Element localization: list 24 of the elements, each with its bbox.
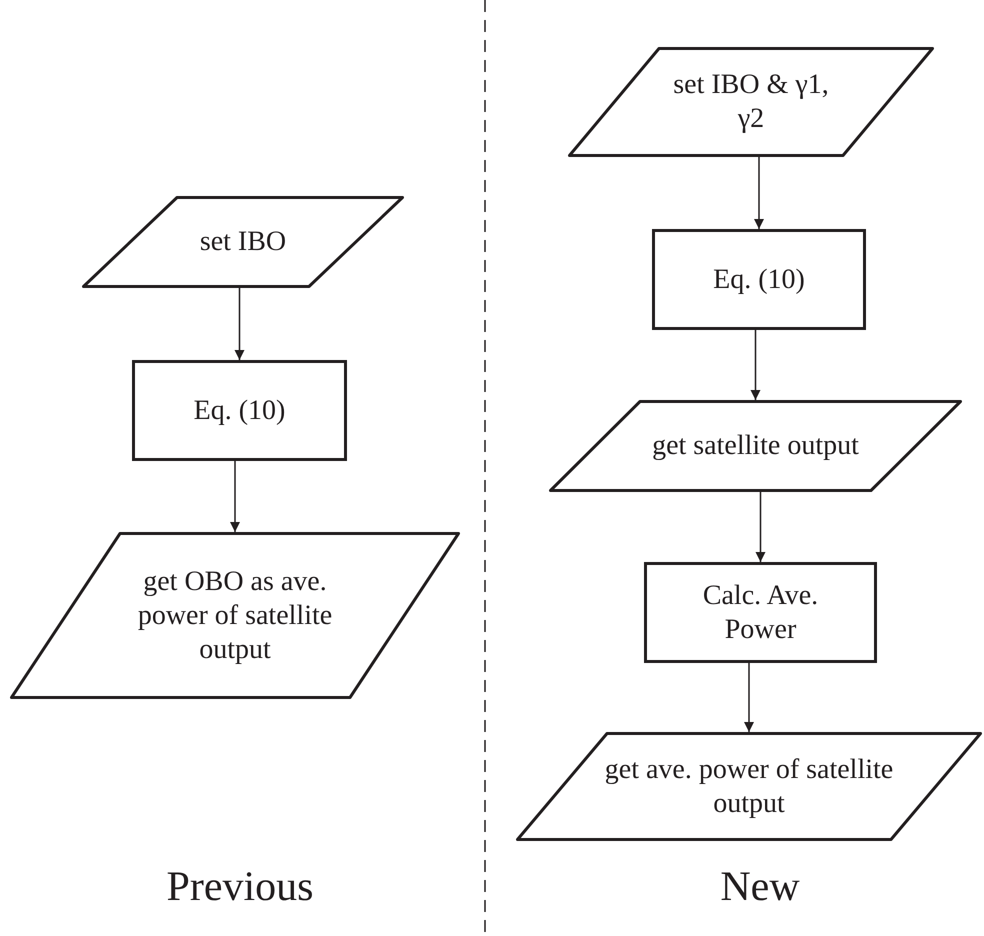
- io-parallelogram: [549, 400, 962, 492]
- arrow: [756, 492, 766, 562]
- node-text: set IBO & γ1, γ2: [672, 68, 830, 136]
- io-parallelogram: [568, 47, 934, 157]
- node-text: get OBO as ave. power of satellite output: [136, 564, 334, 666]
- arrow: [230, 461, 240, 532]
- panel-label: New: [720, 863, 800, 912]
- arrow: [750, 330, 760, 400]
- panel-label: Previous: [166, 863, 314, 912]
- node-text: get ave. power of satellite output: [604, 752, 894, 820]
- io-parallelogram: [516, 732, 982, 841]
- process-box: [652, 229, 866, 330]
- node-text: get satellite output: [652, 429, 859, 463]
- node-text: set IBO: [200, 225, 286, 259]
- node-text: Calc. Ave. Power: [702, 578, 820, 646]
- process-box: [132, 360, 347, 461]
- io-parallelogram: [10, 532, 460, 699]
- io-parallelogram: [82, 196, 404, 288]
- node-text: Eq. (10): [713, 262, 805, 296]
- arrow: [234, 288, 244, 360]
- node-text: Eq. (10): [194, 394, 286, 428]
- arrow: [754, 157, 764, 229]
- arrow: [744, 663, 754, 732]
- process-box: [644, 562, 877, 663]
